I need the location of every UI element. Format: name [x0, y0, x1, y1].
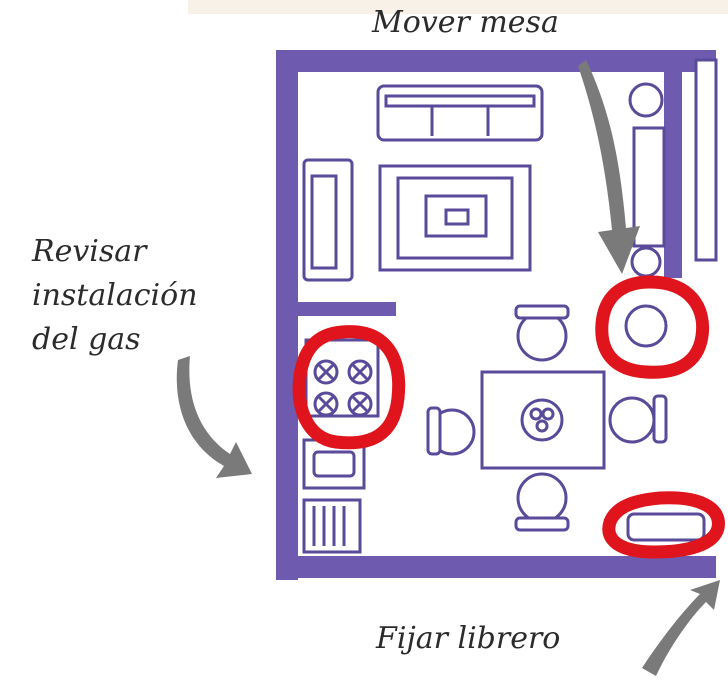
- stove-highlight-circle: [292, 325, 406, 450]
- label-gas-line-1: Revisar: [32, 234, 147, 269]
- arrow-fijar-librero: [642, 580, 720, 676]
- lamp-top: [628, 82, 664, 118]
- wall-left-lower: [276, 312, 298, 580]
- centerpiece-fruit-1: [529, 407, 543, 421]
- shelf-highlight-circle: [602, 491, 725, 559]
- arrows: [176, 60, 720, 676]
- label-revisar-gas: Revisar instalación del gas: [32, 230, 198, 362]
- centerpiece-fruit-2: [541, 407, 555, 421]
- table-move-highlight-circle: [595, 275, 710, 379]
- walls: [276, 50, 716, 580]
- right-edge-cabinet: [694, 58, 718, 262]
- chair-top-back: [514, 304, 570, 320]
- wall-bottom: [276, 556, 716, 578]
- burner-3-cross: [317, 395, 335, 413]
- wall-right-partition: [664, 60, 682, 278]
- side-sofa-cushion: [310, 174, 338, 270]
- chair-bottom-back: [514, 516, 570, 532]
- chair-right-back: [652, 394, 668, 444]
- wall-middle: [276, 302, 396, 316]
- label-gas-line-2: instalación: [32, 278, 198, 313]
- highlight-marks: [292, 275, 725, 559]
- sofa: [376, 84, 544, 142]
- burner-4-cross: [351, 395, 369, 413]
- label-gas-line-3: del gas: [32, 322, 141, 357]
- sofa-back: [384, 94, 536, 108]
- furniture: [302, 58, 718, 554]
- label-mover-mesa: Mover mesa: [372, 5, 559, 40]
- sink: [312, 450, 356, 478]
- chair-left-back: [426, 406, 442, 456]
- burner-1-cross: [317, 363, 335, 381]
- radiator: [302, 498, 362, 554]
- arrow-mover-mesa: [578, 60, 640, 274]
- chair-bottom: [516, 472, 568, 524]
- wall-top: [276, 50, 716, 72]
- centerpiece-fruit-3: [535, 419, 549, 433]
- side-table: [624, 304, 668, 348]
- label-fijar-librero: Fijar librero: [376, 621, 561, 656]
- coffee-table-center: [444, 208, 470, 226]
- burner-2-cross: [351, 363, 369, 381]
- bookshelf: [626, 512, 706, 542]
- lamp-bottom: [630, 246, 662, 278]
- chair-right: [608, 396, 656, 444]
- wall-left-upper: [276, 50, 298, 312]
- arrow-gas: [176, 356, 252, 478]
- header-band: [188, 0, 728, 14]
